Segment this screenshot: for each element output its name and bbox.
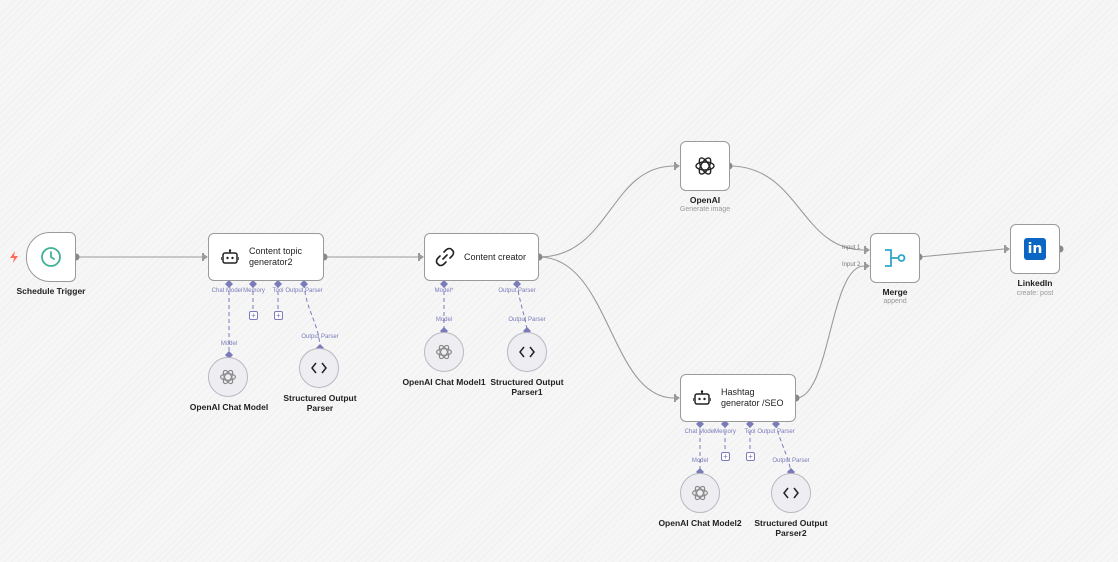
openai-icon (436, 344, 452, 360)
trigger-bolt-icon (10, 251, 18, 263)
port-label-model: Model (691, 458, 709, 464)
sub-edge-parser3 (775, 423, 792, 473)
robot-icon (693, 390, 711, 405)
port-label-output-parser: Output Parser (301, 334, 339, 340)
openai-icon (692, 485, 708, 501)
node-label-merge: Merge (882, 287, 908, 297)
edge-creator-openai (538, 165, 675, 258)
linkedin-icon: in (1024, 238, 1046, 260)
merge-input-2-label: Input 2 (842, 262, 861, 268)
code-icon (311, 362, 327, 374)
node-label-openai: OpenAI (689, 195, 721, 205)
node-linkedin[interactable]: in (1010, 224, 1060, 274)
node-openai-chat-model1[interactable] (424, 332, 464, 372)
port-label-output-parser: Output Parser (772, 458, 810, 464)
port-label-output-parser: Output Parser (757, 429, 795, 435)
port-label-model-required: Model* (434, 288, 454, 294)
openai-icon (220, 369, 236, 385)
node-title-hashtag: Hashtag generator /SEO (721, 387, 784, 408)
port-label-output-parser: Output Parser (498, 288, 536, 294)
port-label-chat-model: Chat Model (684, 429, 716, 435)
port-label-tool: Tool (744, 429, 756, 435)
node-hashtag-generator[interactable]: Hashtag generator /SEO (680, 374, 796, 422)
node-label-schedule: Schedule Trigger (16, 286, 86, 296)
robot-icon (221, 249, 239, 264)
node-label-linkedin: LinkedIn (1017, 278, 1053, 288)
edge-hashtag-merge (795, 265, 865, 399)
port-label-chat-model: Chat Model (211, 288, 243, 294)
merge-input-1-label: Input 1 (842, 245, 861, 251)
merge-icon (885, 249, 906, 267)
node-structured-output-parser1[interactable] (507, 332, 547, 372)
node-title-topic: Content topic generator2 (249, 246, 303, 267)
node-content-topic-generator[interactable]: Content topic generator2 (208, 233, 324, 281)
add-tool-button[interactable]: + (274, 311, 283, 320)
sub-label-model1: OpenAI Chat Model (189, 402, 269, 412)
code-icon (783, 487, 799, 499)
node-openai-chat-model2[interactable] (680, 473, 720, 513)
sub-edge-parser2 (516, 283, 528, 331)
node-sublabel-merge: append (883, 298, 907, 305)
port-label-memory: Memory (243, 288, 265, 294)
edge-openai-merge (728, 165, 865, 251)
node-content-creator[interactable]: Content creator (424, 233, 539, 281)
sub-label-parser2: Structured Output Parser1 (490, 377, 564, 397)
sub-label-model2: OpenAI Chat Model1 (402, 377, 486, 387)
node-openai[interactable] (680, 141, 730, 191)
node-sublabel-openai: Generate image (679, 206, 731, 213)
add-memory-button[interactable]: + (249, 311, 258, 320)
port-label-memory: Memory (714, 429, 736, 435)
openai-icon (695, 157, 715, 175)
port-label-output-parser: Output Parser (285, 288, 323, 294)
sub-label-parser1: Structured Output Parser (283, 393, 357, 413)
node-title-creator: Content creator (464, 251, 527, 262)
link-icon (435, 247, 455, 267)
add-memory-button[interactable]: + (721, 452, 730, 461)
add-tool-button[interactable]: + (746, 452, 755, 461)
clock-icon (41, 247, 61, 267)
port-label-output-parser: Output Parser (508, 317, 546, 323)
edge-merge-linkedin (918, 248, 1005, 258)
node-schedule-trigger[interactable] (26, 232, 76, 282)
port-label-tool: Tool (272, 288, 284, 294)
node-merge[interactable] (870, 233, 920, 283)
port-label-model: Model (220, 341, 238, 347)
port-label-model: Model (435, 317, 453, 323)
node-structured-output-parser2[interactable] (771, 473, 811, 513)
sub-label-parser3: Structured Output Parser2 (754, 518, 828, 538)
node-structured-output-parser[interactable] (299, 348, 339, 388)
sub-edge-parser1 (303, 283, 321, 347)
sub-label-model3: OpenAI Chat Model2 (658, 518, 742, 528)
code-icon (519, 346, 535, 358)
edge-creator-hashtag (538, 256, 675, 399)
node-sublabel-linkedin: create: post (1016, 290, 1054, 297)
node-openai-chat-model[interactable] (208, 357, 248, 397)
